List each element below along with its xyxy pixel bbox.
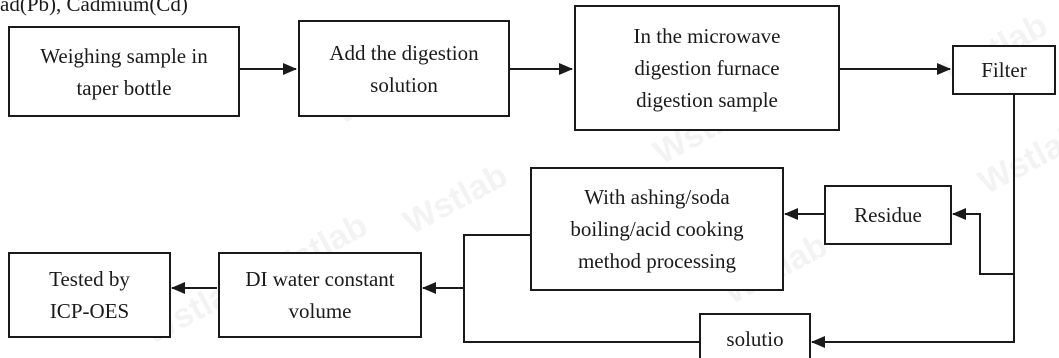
watermark: Wstlab <box>397 156 514 242</box>
arrow-solution-to-divolume <box>463 288 699 343</box>
header-text: ad(Pb), Cadmium(Cd) <box>0 0 188 16</box>
box-residue: Residue <box>824 185 952 245</box>
box-text-line: boiling/acid cooking <box>570 217 744 241</box>
box-text-line: With ashing/soda <box>584 185 730 209</box>
box-text: Residue <box>854 203 922 227</box>
box-solution: solutio <box>699 313 811 358</box>
box-text: Filter <box>981 58 1027 82</box>
box-text-line: Tested by <box>49 267 130 291</box>
box-filter: Filter <box>952 45 1056 95</box>
box-text-line: ICP-OES <box>49 299 130 323</box>
arrow-filter-to-solution <box>811 274 1015 348</box>
box-text: solutio <box>726 327 784 351</box>
box-text-line: method processing <box>577 249 737 273</box>
box-ashing-processing: With ashing/soda boiling/acid cooking me… <box>530 167 784 291</box>
arrow-filter-to-residue <box>952 95 1015 275</box>
box-text-line: digestion sample <box>636 88 778 112</box>
watermark: Wstlab <box>972 116 1059 202</box>
box-text-line: taper bottle <box>76 75 172 100</box>
box-text-line: digestion furnace <box>634 56 780 80</box>
box-tested-icp-oes: Tested by ICP-OES <box>8 252 171 338</box>
box-text-line: Add the digestion <box>329 40 479 65</box>
box-text-line: solution <box>370 72 438 97</box>
box-microwave-digestion: In the microwave digestion furnace diges… <box>574 5 840 131</box>
box-add-digestion-solution: Add the digestion solution <box>298 20 510 117</box>
box-text-line: volume <box>288 299 352 323</box>
box-di-water-volume: DI water constant volume <box>218 252 422 338</box>
arrow-ashing-to-divolume <box>422 234 530 294</box>
box-text-line: DI water constant <box>245 267 395 291</box>
box-weighing-sample: Weighing sample in taper bottle <box>8 26 240 117</box>
box-text-line: In the microwave <box>633 24 781 48</box>
box-text-line: Weighing sample in <box>40 43 208 68</box>
